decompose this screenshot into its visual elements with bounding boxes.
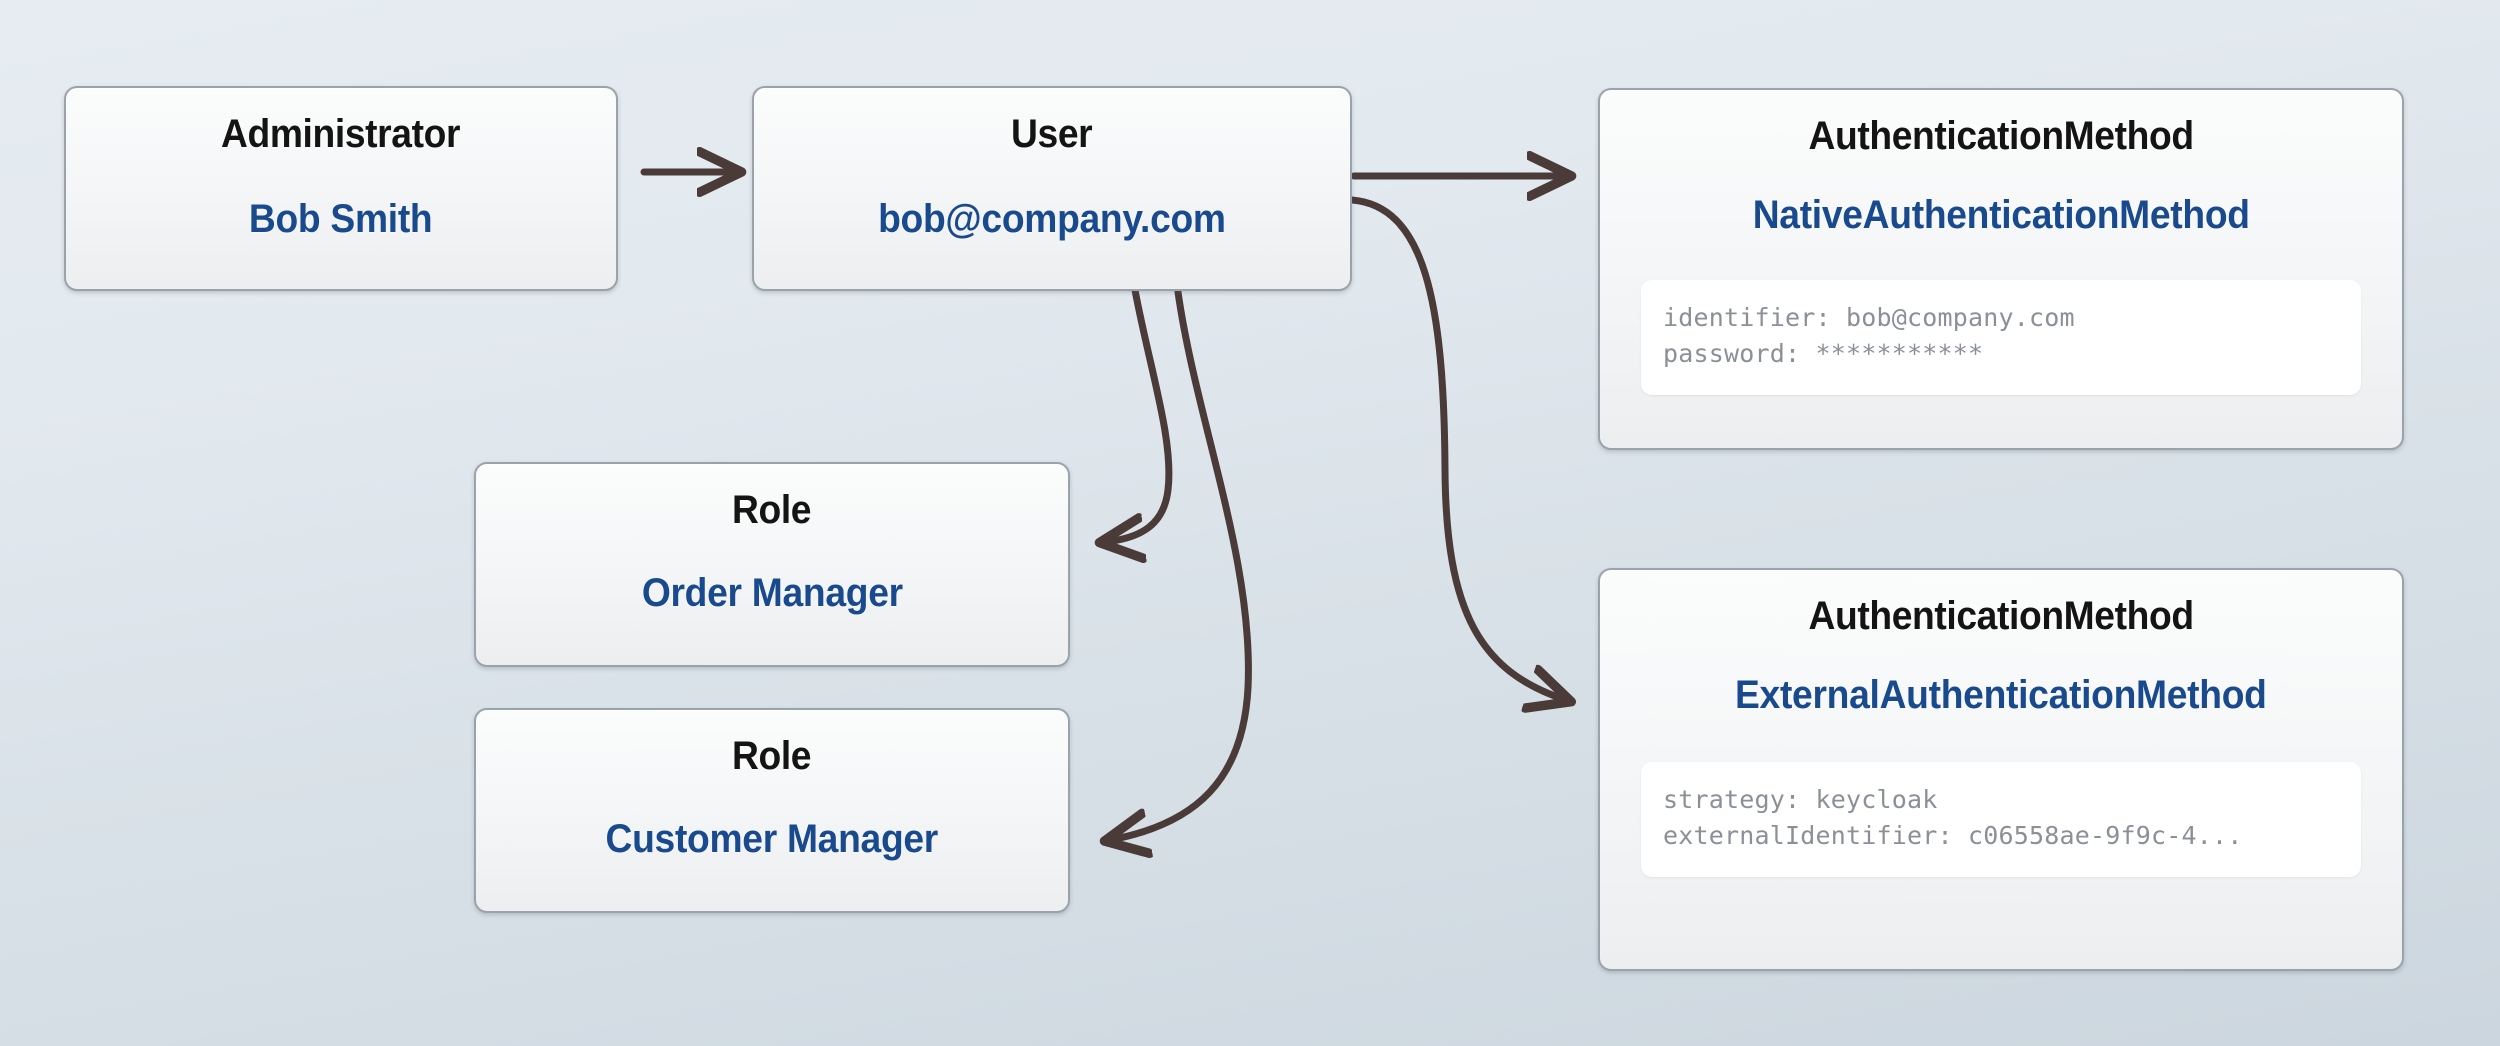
node-type-label: User <box>1011 112 1093 156</box>
property-line: strategy: keycloak <box>1663 785 1938 814</box>
node-user[interactable]: User bob@company.com <box>752 86 1352 291</box>
node-role-customer-manager[interactable]: Role Customer Manager <box>474 708 1070 913</box>
node-administrator[interactable]: Administrator Bob Smith <box>64 86 618 291</box>
edge-user-to-role-customer <box>1110 288 1252 840</box>
edge-user-to-auth-external <box>1348 196 1566 700</box>
node-value-label: Bob Smith <box>249 197 433 241</box>
property-line: externalIdentifier: c06558ae-9f9c-4... <box>1663 821 2243 851</box>
node-type-label: AuthenticationMethod <box>1808 114 2194 158</box>
property-line: password: *********** <box>1663 339 1984 369</box>
node-external-authentication-method[interactable]: AuthenticationMethod ExternalAuthenticat… <box>1598 568 2404 971</box>
node-properties-block: strategy: keycloak externalIdentifier: c… <box>1641 762 2361 877</box>
node-role-order-manager[interactable]: Role Order Manager <box>474 462 1070 667</box>
node-value-label: bob@company.com <box>878 197 1226 241</box>
node-native-authentication-method[interactable]: AuthenticationMethod NativeAuthenticatio… <box>1598 88 2404 450</box>
node-type-label: Role <box>732 734 812 778</box>
node-value-label: NativeAuthenticationMethod <box>1752 193 2250 237</box>
property-line: identifier: bob@company.com <box>1663 303 2075 332</box>
node-type-label: AuthenticationMethod <box>1808 594 2194 638</box>
node-properties-block: identifier: bob@company.com password: **… <box>1641 280 2361 395</box>
node-value-label: ExternalAuthenticationMethod <box>1735 673 2267 717</box>
node-value-label: Order Manager <box>641 571 903 615</box>
edge-user-to-role-order <box>1105 286 1173 542</box>
node-type-label: Administrator <box>221 112 461 156</box>
node-value-label: Customer Manager <box>605 817 939 861</box>
node-type-label: Role <box>732 488 812 532</box>
